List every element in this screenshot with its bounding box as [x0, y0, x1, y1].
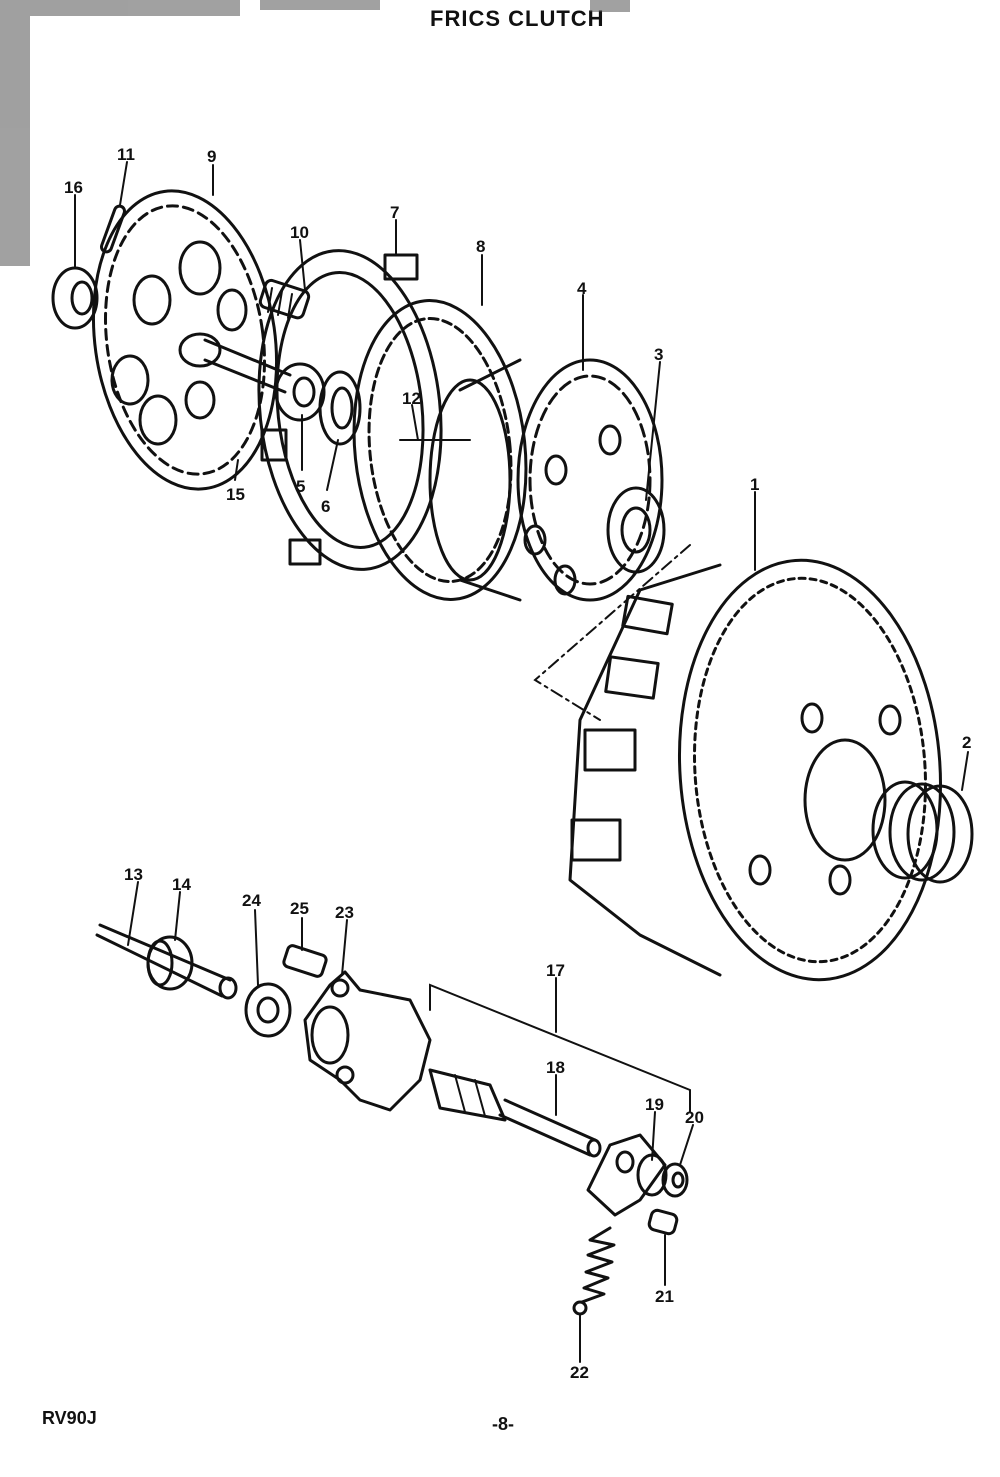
callout-9: 9 — [207, 147, 216, 166]
callout-2: 2 — [962, 733, 971, 752]
part-19-release-arm — [586, 1133, 668, 1217]
part-21-pin — [647, 1208, 679, 1236]
model-code: RV90J — [42, 1408, 97, 1428]
callout-21: 21 — [655, 1287, 674, 1306]
callout-1: 1 — [750, 475, 759, 494]
part-13-rod — [95, 923, 238, 1000]
callout-10: 10 — [290, 223, 309, 242]
callout-19: 19 — [645, 1095, 664, 1114]
callout-6: 6 — [321, 497, 330, 516]
callout-17: 17 — [546, 961, 565, 980]
callout-12: 12 — [402, 389, 421, 408]
part-23-release-housing — [303, 970, 432, 1112]
assembly-guide-lines — [533, 544, 691, 721]
callout-16: 16 — [64, 178, 83, 197]
leader-lines — [74, 161, 969, 1363]
callout-8: 8 — [476, 237, 485, 256]
callout-5: 5 — [296, 477, 305, 496]
callout-13: 13 — [124, 865, 143, 884]
callout-15: 15 — [226, 485, 245, 504]
part-16-seal — [51, 266, 99, 330]
part-7-clutch-plate — [257, 249, 443, 571]
callout-11: 11 — [117, 145, 135, 164]
part-20-washer — [661, 1162, 689, 1198]
page-title: FRICS CLUTCH — [430, 6, 605, 31]
part-25-bolt — [282, 944, 328, 978]
part-2-spring — [871, 780, 974, 884]
page-number: -8- — [492, 1414, 514, 1434]
part-3-bearing — [606, 486, 666, 574]
part-11-pin — [100, 204, 126, 254]
callout-24: 24 — [242, 891, 261, 910]
part-14-collar — [146, 935, 194, 991]
callout-4: 4 — [577, 279, 587, 298]
callout-20: 20 — [685, 1108, 704, 1127]
callout-7: 7 — [390, 203, 399, 222]
part-6-lock-washer — [318, 370, 362, 446]
part-9-drive-plate — [91, 189, 279, 491]
part-4-clutch-hub — [428, 358, 664, 602]
callout-22: 22 — [570, 1363, 589, 1382]
part-1-clutch-housing — [568, 558, 943, 982]
part-10-screw — [258, 278, 311, 320]
callout-3: 3 — [654, 345, 663, 364]
part-8-friction-plate — [352, 299, 528, 601]
callout-25: 25 — [290, 899, 309, 918]
callout-18: 18 — [546, 1058, 565, 1077]
scan-noise — [0, 0, 630, 266]
part-18-pushrod — [498, 1098, 602, 1158]
part-15-shaft — [203, 338, 292, 394]
callout-23: 23 — [335, 903, 354, 922]
part-17-group-bracket — [429, 983, 691, 1113]
part-22-return-spring — [572, 1226, 616, 1316]
callout-14: 14 — [172, 875, 191, 894]
callout-labels: 1 2 3 4 5 6 7 8 9 10 11 12 13 14 15 16 1… — [64, 145, 971, 1382]
release-screw — [428, 1068, 507, 1122]
part-24-oil-seal — [244, 982, 292, 1038]
